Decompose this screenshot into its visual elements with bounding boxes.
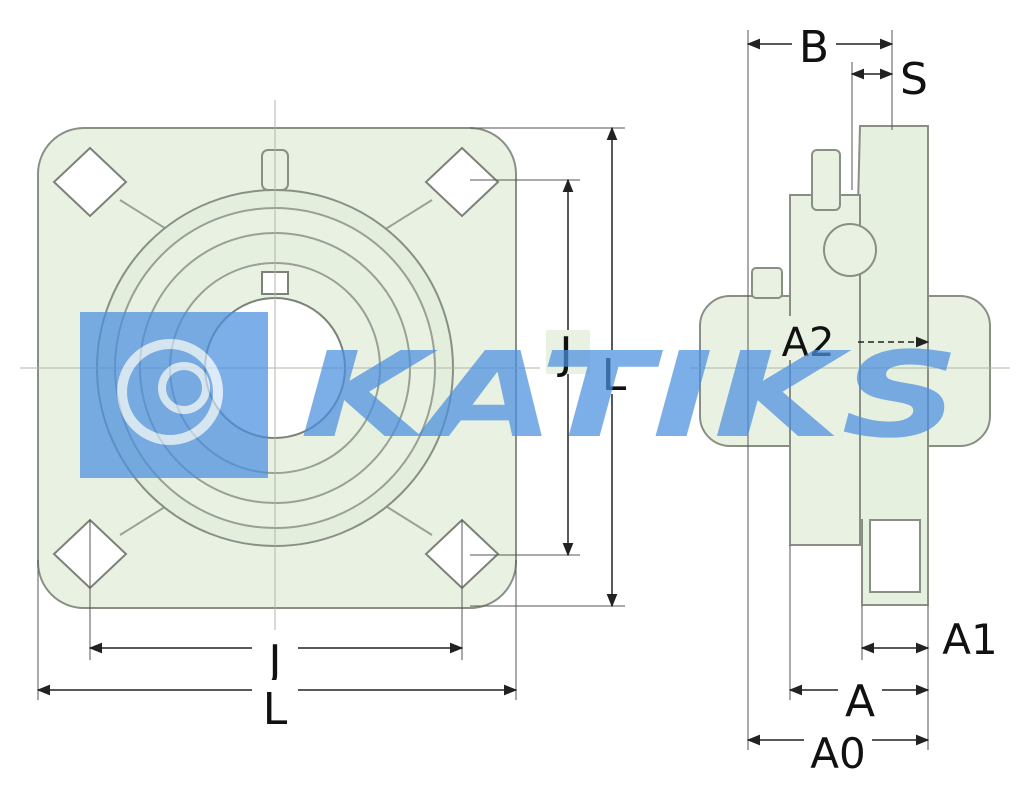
- bearing-ball: [823, 223, 877, 277]
- bolt-hole-top-left: [52, 146, 128, 218]
- side-grease-nipple: [811, 149, 841, 211]
- watermark: KATIKS: [80, 312, 960, 478]
- label-l-horizontal: L: [263, 684, 288, 735]
- label-j-horizontal: J: [266, 636, 282, 687]
- side-slot: [869, 519, 921, 593]
- label-a1: A1: [942, 615, 997, 664]
- watermark-logo-box: [80, 312, 268, 478]
- label-b: B: [799, 22, 829, 73]
- label-a: A: [845, 676, 875, 727]
- label-a2: A2: [782, 320, 835, 366]
- housing-ribs: [119, 199, 433, 536]
- label-s: S: [900, 54, 928, 105]
- watermark-text: KATIKS: [300, 326, 960, 464]
- watermark-logo-swirl: [117, 339, 223, 445]
- label-j-vertical: J: [557, 328, 573, 379]
- label-a0: A0: [810, 729, 865, 778]
- label-l-vertical: L: [602, 350, 627, 401]
- side-set-screw: [751, 267, 783, 299]
- bolt-hole-top-right: [424, 146, 500, 218]
- side-view: B S A2 A1 A A0: [690, 22, 1010, 778]
